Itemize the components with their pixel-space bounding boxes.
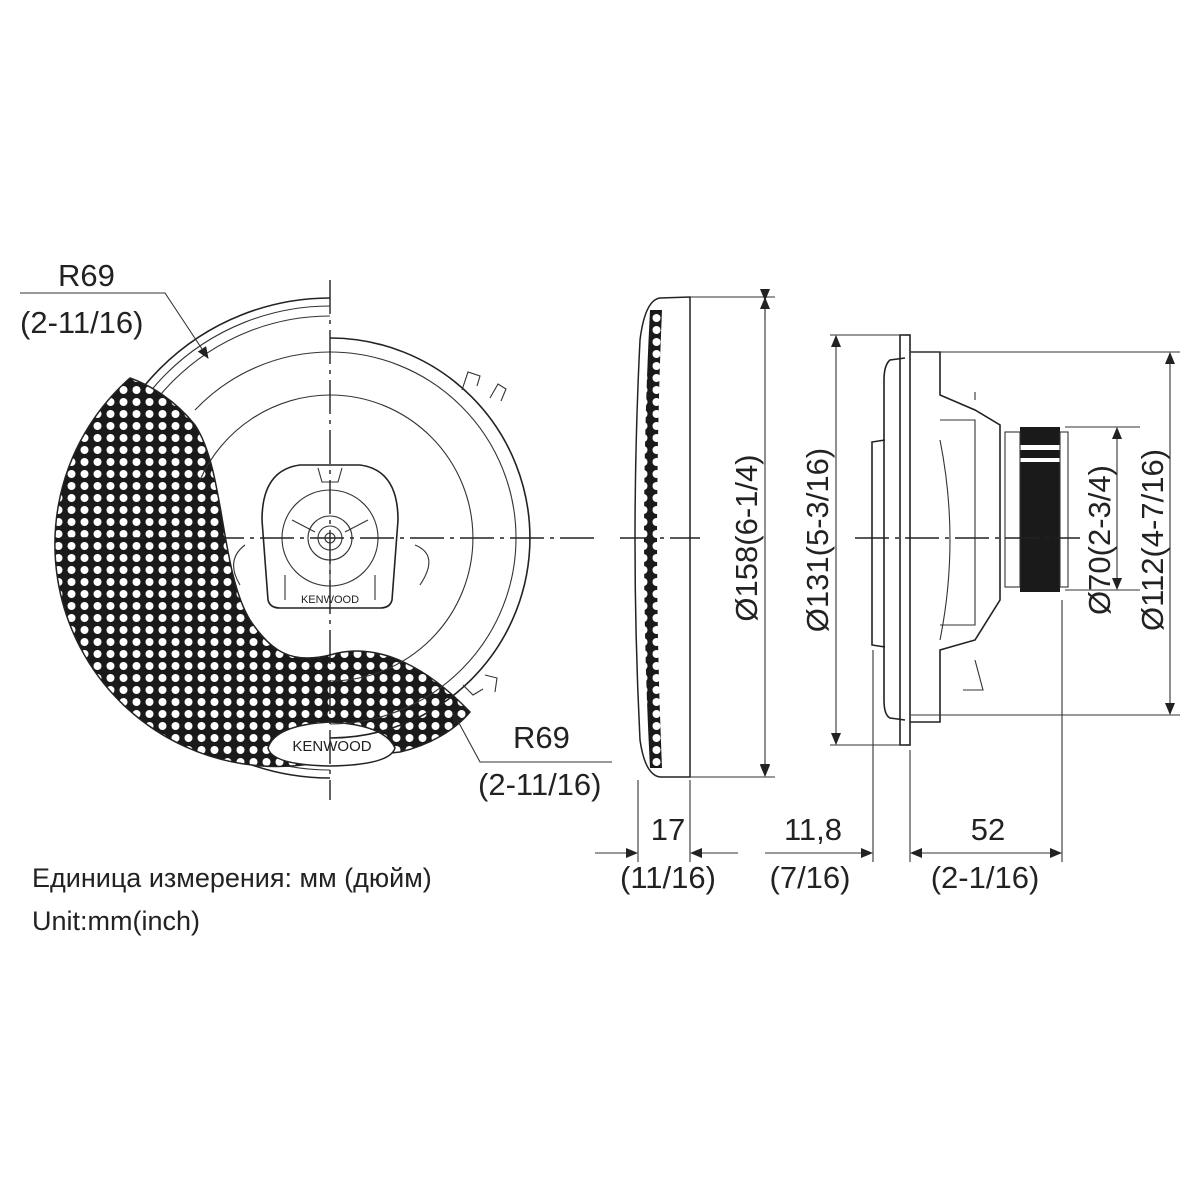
mount-diameter-label: Ø112(4-7/16) (1135, 449, 1170, 631)
terminal-clips (233, 544, 430, 586)
grille-logo-badge (267, 721, 396, 767)
basket (910, 351, 1001, 723)
front-depth-inch: (7/16) (770, 860, 851, 895)
mount-depth-inch: (2-1/16) (931, 860, 1040, 895)
side-view-grille: Ø158(6-1/4) (620, 289, 775, 778)
radius-bottom-value: R69 (513, 720, 570, 755)
mount-depth-mm: 52 (971, 812, 1005, 847)
unit-note-ru: Единица измерения: мм (дюйм) (32, 863, 432, 893)
unit-note-en: Unit:mm(inch) (32, 906, 200, 936)
depth-dimensions: 17 (11/16) 11,8 (7/16) 52 (2-1/16) (595, 600, 1063, 895)
radius-top-inch: (2-11/16) (20, 305, 144, 340)
grille-depth-inch: (11/16) (620, 860, 716, 895)
flange (899, 334, 911, 746)
side-view-speaker: Ø131(5-3/16) Ø70(2-3/4) Ø112(4-7/16) (800, 334, 1180, 746)
radius-bottom-inch: (2-11/16) (478, 767, 602, 802)
grille-logo-text: KENWOOD (292, 738, 371, 755)
grille-mesh (54, 377, 472, 768)
magnet (1020, 427, 1060, 592)
radius-top-value: R69 (58, 258, 115, 293)
grille-diameter-label: Ø158(6-1/4) (729, 454, 764, 621)
magnet-diameter-label: Ø70(2-3/4) (1082, 465, 1117, 615)
grille-depth-mm: 17 (651, 812, 685, 847)
front-depth-mm: 11,8 (784, 812, 842, 847)
flange-diameter-label: Ø131(5-3/16) (800, 448, 835, 632)
front-view: KENWOOD KENWOOD R69 (2-11/16) R69 (2-11/… (20, 258, 612, 802)
radius-bottom-leader (452, 711, 612, 763)
radius-top-leader (20, 292, 209, 359)
